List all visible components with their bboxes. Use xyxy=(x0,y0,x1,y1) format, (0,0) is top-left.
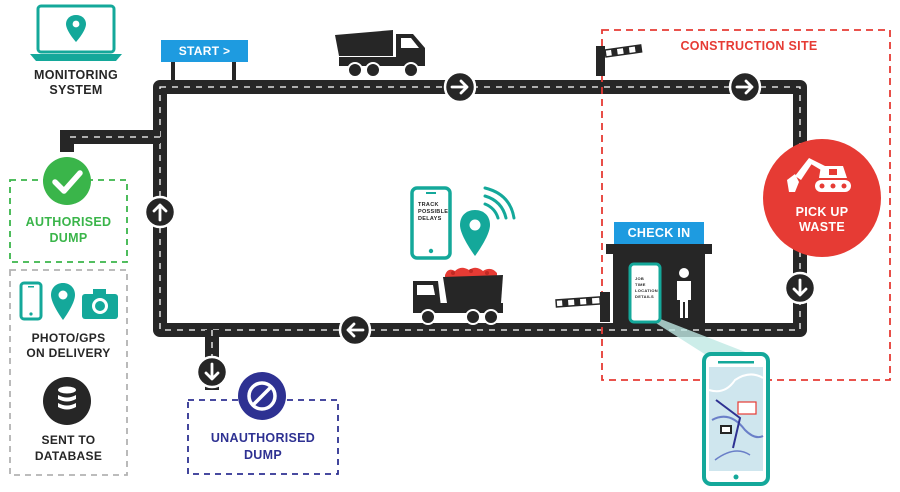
track-line3: DELAYS xyxy=(418,216,442,222)
camera-icon xyxy=(82,289,118,319)
checkin-line2: TIME xyxy=(635,282,646,287)
authorised-dump-label: AUTHORISED DUMP xyxy=(10,214,127,246)
arrow-icon xyxy=(728,70,762,104)
database-icon xyxy=(43,377,91,425)
photo-gps-line2: ON DELIVERY xyxy=(26,346,111,360)
pick-up-waste-badge xyxy=(763,139,881,257)
unauthorised-line2: DUMP xyxy=(243,448,282,462)
location-pin-icon xyxy=(460,210,490,256)
photo-gps-line1: PHOTO/GPS xyxy=(31,331,106,345)
checkin-line1: JOB xyxy=(635,276,645,281)
laptop-pin-icon xyxy=(30,4,122,61)
start-sign xyxy=(161,40,248,82)
map-screen xyxy=(709,367,763,471)
monitoring-line1: MONITORING xyxy=(33,68,119,82)
pickup-line1: PICK UP xyxy=(795,205,849,219)
direction-arrows xyxy=(143,70,817,389)
checkin-line3: LOCATION xyxy=(635,288,658,293)
checkin-line4: DETAILS xyxy=(635,294,654,299)
phone-track-text: TRACK POSSIBLE DELAYS xyxy=(414,202,448,223)
pick-up-waste-label: PICK UP WASTE xyxy=(778,205,866,235)
arrow-icon xyxy=(338,313,372,347)
database-label: SENT TO DATABASE xyxy=(10,432,127,464)
arrow-icon xyxy=(783,271,817,305)
authorised-line1: AUTHORISED xyxy=(25,215,112,229)
photo-gps-label: PHOTO/GPS ON DELIVERY xyxy=(10,331,127,361)
phone-icon xyxy=(628,262,662,324)
phone-icon xyxy=(702,352,770,486)
boom-barrier-icon xyxy=(596,44,643,76)
construction-site-title: CONSTRUCTION SITE xyxy=(680,39,818,53)
excavator-icon xyxy=(787,158,851,192)
arrow-icon xyxy=(195,355,229,389)
unauthorised-line1: UNAUTHORISED xyxy=(210,431,316,445)
monitoring-line2: SYSTEM xyxy=(49,83,103,97)
phone-icon xyxy=(19,281,43,321)
delivery-database-border xyxy=(9,269,128,476)
dump-truck-icon xyxy=(335,30,425,78)
check-in-label: CHECK IN xyxy=(627,226,691,240)
track-line2: POSSIBLE xyxy=(418,209,449,215)
arrow-icon xyxy=(143,195,177,229)
monitoring-system-label: MONITORING SYSTEM xyxy=(20,68,132,98)
location-pin-icon xyxy=(51,283,75,320)
phone-icon xyxy=(410,186,452,260)
check-icon xyxy=(43,157,91,205)
person-icon xyxy=(677,268,691,318)
phone-checkin-text: JOB TIME LOCATION DETAILS xyxy=(632,276,658,300)
arrow-icon xyxy=(443,70,477,104)
pickup-line2: WASTE xyxy=(799,220,845,234)
database-line2: DATABASE xyxy=(34,449,103,463)
dump-truck-icon xyxy=(413,267,503,325)
unauthorised-dump-label: UNAUTHORISED DUMP xyxy=(188,430,338,464)
unauthorised-dump-border xyxy=(187,399,339,475)
zoom-beam xyxy=(648,318,766,360)
no-entry-icon xyxy=(238,372,286,420)
start-sign-label: START > xyxy=(178,44,231,58)
database-line1: SENT TO xyxy=(41,433,96,447)
track-line1: TRACK xyxy=(418,202,439,208)
wifi-signal-icon xyxy=(483,186,516,220)
authorised-line2: DUMP xyxy=(49,231,88,245)
boom-barrier-icon xyxy=(555,292,610,322)
